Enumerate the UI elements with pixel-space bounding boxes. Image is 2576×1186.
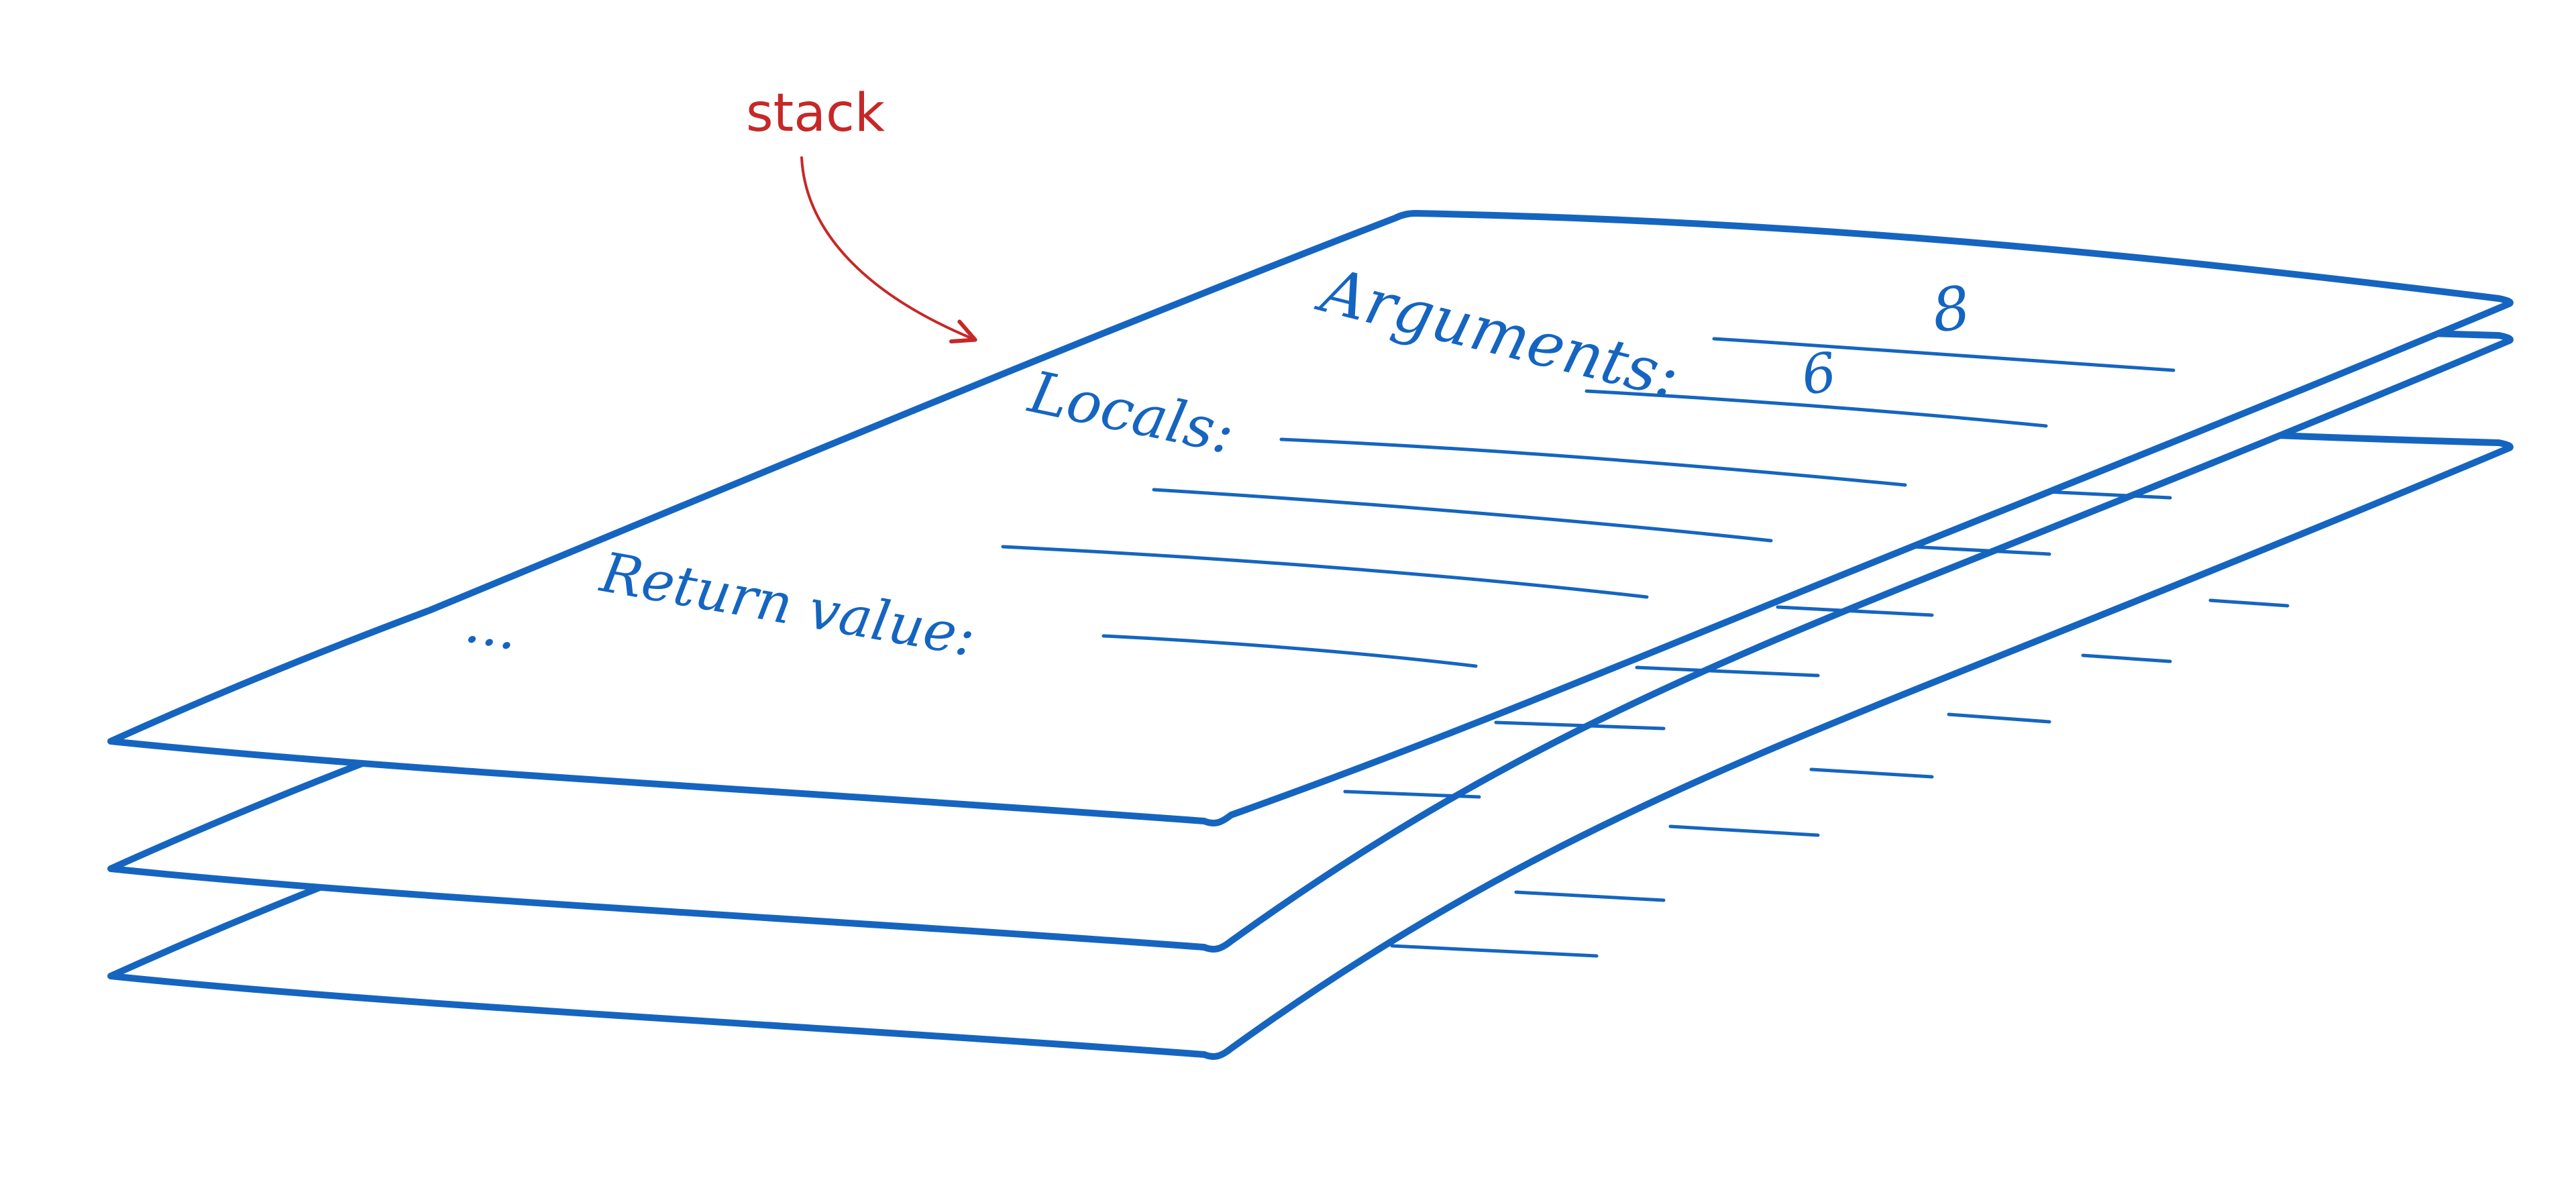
stack-frame-3-rule-2 — [2081, 653, 2172, 663]
stack-frame-2-rule-5 — [1494, 720, 1666, 731]
locals-rule-1 — [1279, 437, 1907, 487]
ellipsis-label: ... — [461, 591, 524, 663]
stack-frame-3-rule-7 — [1390, 944, 1599, 958]
stack-frame-3-rule-1 — [2208, 598, 2290, 608]
stack-frame-2-rule-3 — [1776, 605, 1934, 617]
stack-callout: stack — [746, 83, 977, 343]
stack-frame-1-outline — [107, 210, 2514, 826]
stack-frame-2-rule-4 — [1635, 665, 1820, 678]
locals-rule-2 — [1152, 488, 1773, 543]
return-value-rule — [1102, 634, 1478, 668]
stack-frame-3-rule-4 — [1809, 767, 1934, 779]
stack-frame-3-rule-5 — [1668, 824, 1820, 837]
stack-frame-2-rule-2 — [1910, 545, 2051, 556]
locals-rule-3 — [1001, 545, 1649, 599]
stack-frame-1: Arguments: 8 6 Locals: Return value: ... — [107, 210, 2514, 826]
curved-arrow-icon — [800, 156, 977, 343]
stack-frame-3-rule-6 — [1514, 890, 1666, 902]
stack-frame-2-rule-6 — [1343, 790, 1481, 799]
argument-rule-1 — [1712, 337, 2176, 372]
stack-callout-label: stack — [746, 83, 885, 144]
stack-frame-2-rule-1 — [2044, 490, 2172, 500]
stack-frame-3-rule-3 — [1947, 712, 2051, 724]
argument-rule-2 — [1585, 389, 2048, 428]
